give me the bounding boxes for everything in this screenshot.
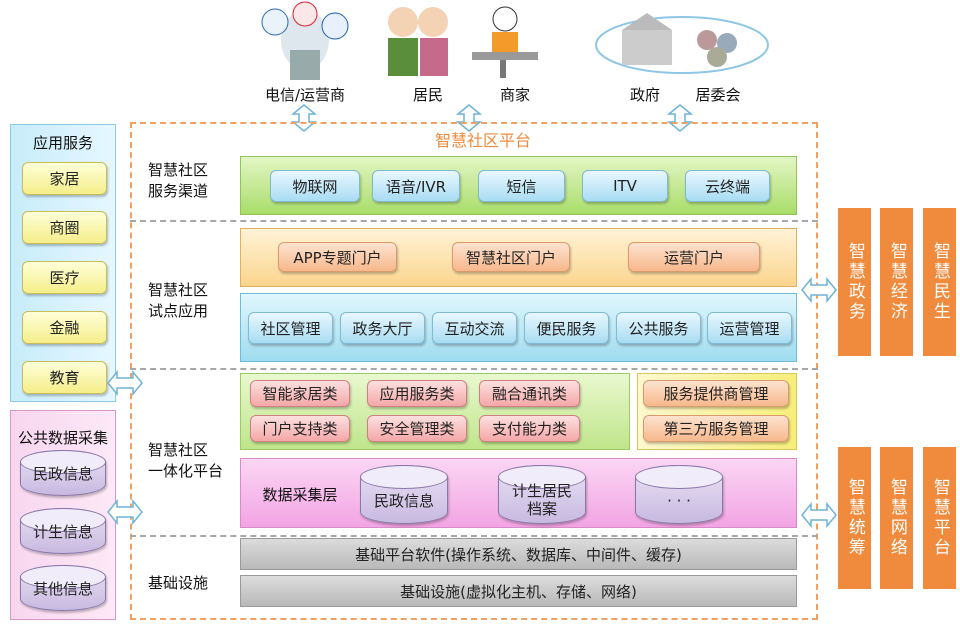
- pilot-community-mgmt[interactable]: 社区管理: [248, 312, 333, 344]
- data-cylinder-family: 计生信息: [20, 508, 106, 554]
- capability-payment[interactable]: 支付能力类: [479, 415, 580, 442]
- channel-ivr[interactable]: 语音/IVR: [372, 170, 460, 202]
- app-item-commerce[interactable]: 商圈: [22, 211, 107, 244]
- double-arrow-horizontal-icon: [801, 502, 837, 528]
- row-label-pilot: 智慧社区试点应用: [148, 281, 209, 320]
- right-smart-platform[interactable]: 智慧平台: [923, 447, 956, 589]
- portal-community[interactable]: 智慧社区门户: [452, 242, 570, 272]
- right-smart-network[interactable]: 智慧网络: [880, 447, 913, 589]
- right-smart-gov[interactable]: 智慧政务: [838, 208, 871, 356]
- app-services-title: 应用服务: [32, 133, 93, 152]
- data-cylinder-more: · · ·: [635, 465, 723, 524]
- data-layer-label: 数据采集层: [262, 485, 338, 504]
- label-committee: 居委会: [695, 85, 741, 104]
- public-data-title: 公共数据采集: [17, 428, 108, 447]
- pilot-interaction[interactable]: 互动交流: [432, 312, 517, 344]
- government-cloud-illustration: [595, 13, 769, 74]
- management-provider[interactable]: 服务提供商管理: [643, 380, 789, 407]
- double-arrow-vertical-icon: [456, 104, 482, 132]
- right-smart-coordination[interactable]: 智慧统筹: [838, 447, 871, 589]
- pilot-convenience[interactable]: 便民服务: [524, 312, 609, 344]
- row-label-channel: 智慧社区服务渠道: [148, 161, 209, 200]
- data-cylinder-family-records: 计生居民 档案: [498, 465, 586, 524]
- app-item-education[interactable]: 教育: [22, 361, 107, 394]
- management-third-party[interactable]: 第三方服务管理: [643, 415, 789, 442]
- app-item-finance[interactable]: 金融: [22, 311, 107, 344]
- portal-operations[interactable]: 运营门户: [628, 242, 760, 272]
- capability-portal-support[interactable]: 门户支持类: [250, 415, 350, 442]
- pilot-public-service[interactable]: 公共服务: [616, 312, 701, 344]
- right-smart-economy[interactable]: 智慧经济: [880, 208, 913, 356]
- data-cylinder-civil: 民政信息: [20, 450, 106, 496]
- platform-container: [130, 122, 818, 620]
- capability-app-service[interactable]: 应用服务类: [367, 380, 467, 407]
- residents-illustration: [388, 7, 448, 76]
- pilot-gov-hall[interactable]: 政务大厅: [340, 312, 425, 344]
- channel-itv[interactable]: ITV: [582, 170, 668, 202]
- capability-security[interactable]: 安全管理类: [367, 415, 467, 442]
- pilot-ops-mgmt[interactable]: 运营管理: [707, 312, 792, 344]
- double-arrow-horizontal-icon: [107, 370, 143, 396]
- platform-title: 智慧社区平台: [434, 131, 531, 150]
- channel-cloud-terminal[interactable]: 云终端: [685, 170, 770, 202]
- data-cylinder-civil-affairs: 民政信息: [360, 465, 448, 524]
- divider: [130, 535, 818, 537]
- channel-iot[interactable]: 物联网: [270, 170, 360, 202]
- double-arrow-vertical-icon: [667, 104, 693, 132]
- channel-sms[interactable]: 短信: [478, 170, 565, 202]
- double-arrow-horizontal-icon: [801, 277, 837, 303]
- capability-smart-home[interactable]: 智能家居类: [250, 380, 350, 407]
- app-item-home[interactable]: 家居: [22, 162, 107, 195]
- infra-software-bar: 基础平台软件(操作系统、数据库、中间件、缓存): [240, 538, 797, 570]
- double-arrow-vertical-icon: [291, 104, 317, 132]
- telecom-illustration: [261, 1, 349, 80]
- divider: [130, 220, 818, 222]
- label-government: 政府: [629, 85, 660, 104]
- label-merchants: 商家: [499, 85, 530, 104]
- right-smart-livelihood[interactable]: 智慧民生: [923, 208, 956, 356]
- app-item-medical[interactable]: 医疗: [22, 261, 107, 294]
- data-cylinder-other: 其他信息: [20, 565, 106, 611]
- divider: [130, 368, 818, 370]
- label-residents: 居民: [412, 85, 443, 104]
- capability-communication[interactable]: 融合通讯类: [479, 380, 580, 407]
- infra-hardware-bar: 基础设施(虚拟化主机、存储、网络): [240, 575, 797, 607]
- portal-app[interactable]: APP专题门户: [278, 242, 397, 272]
- row-label-integrated: 智慧社区一体化平台: [148, 441, 224, 480]
- row-label-infra: 基础设施: [148, 574, 209, 592]
- double-arrow-horizontal-icon: [107, 499, 143, 525]
- label-telecom: 电信/运营商: [264, 85, 346, 104]
- merchants-illustration: [472, 6, 538, 78]
